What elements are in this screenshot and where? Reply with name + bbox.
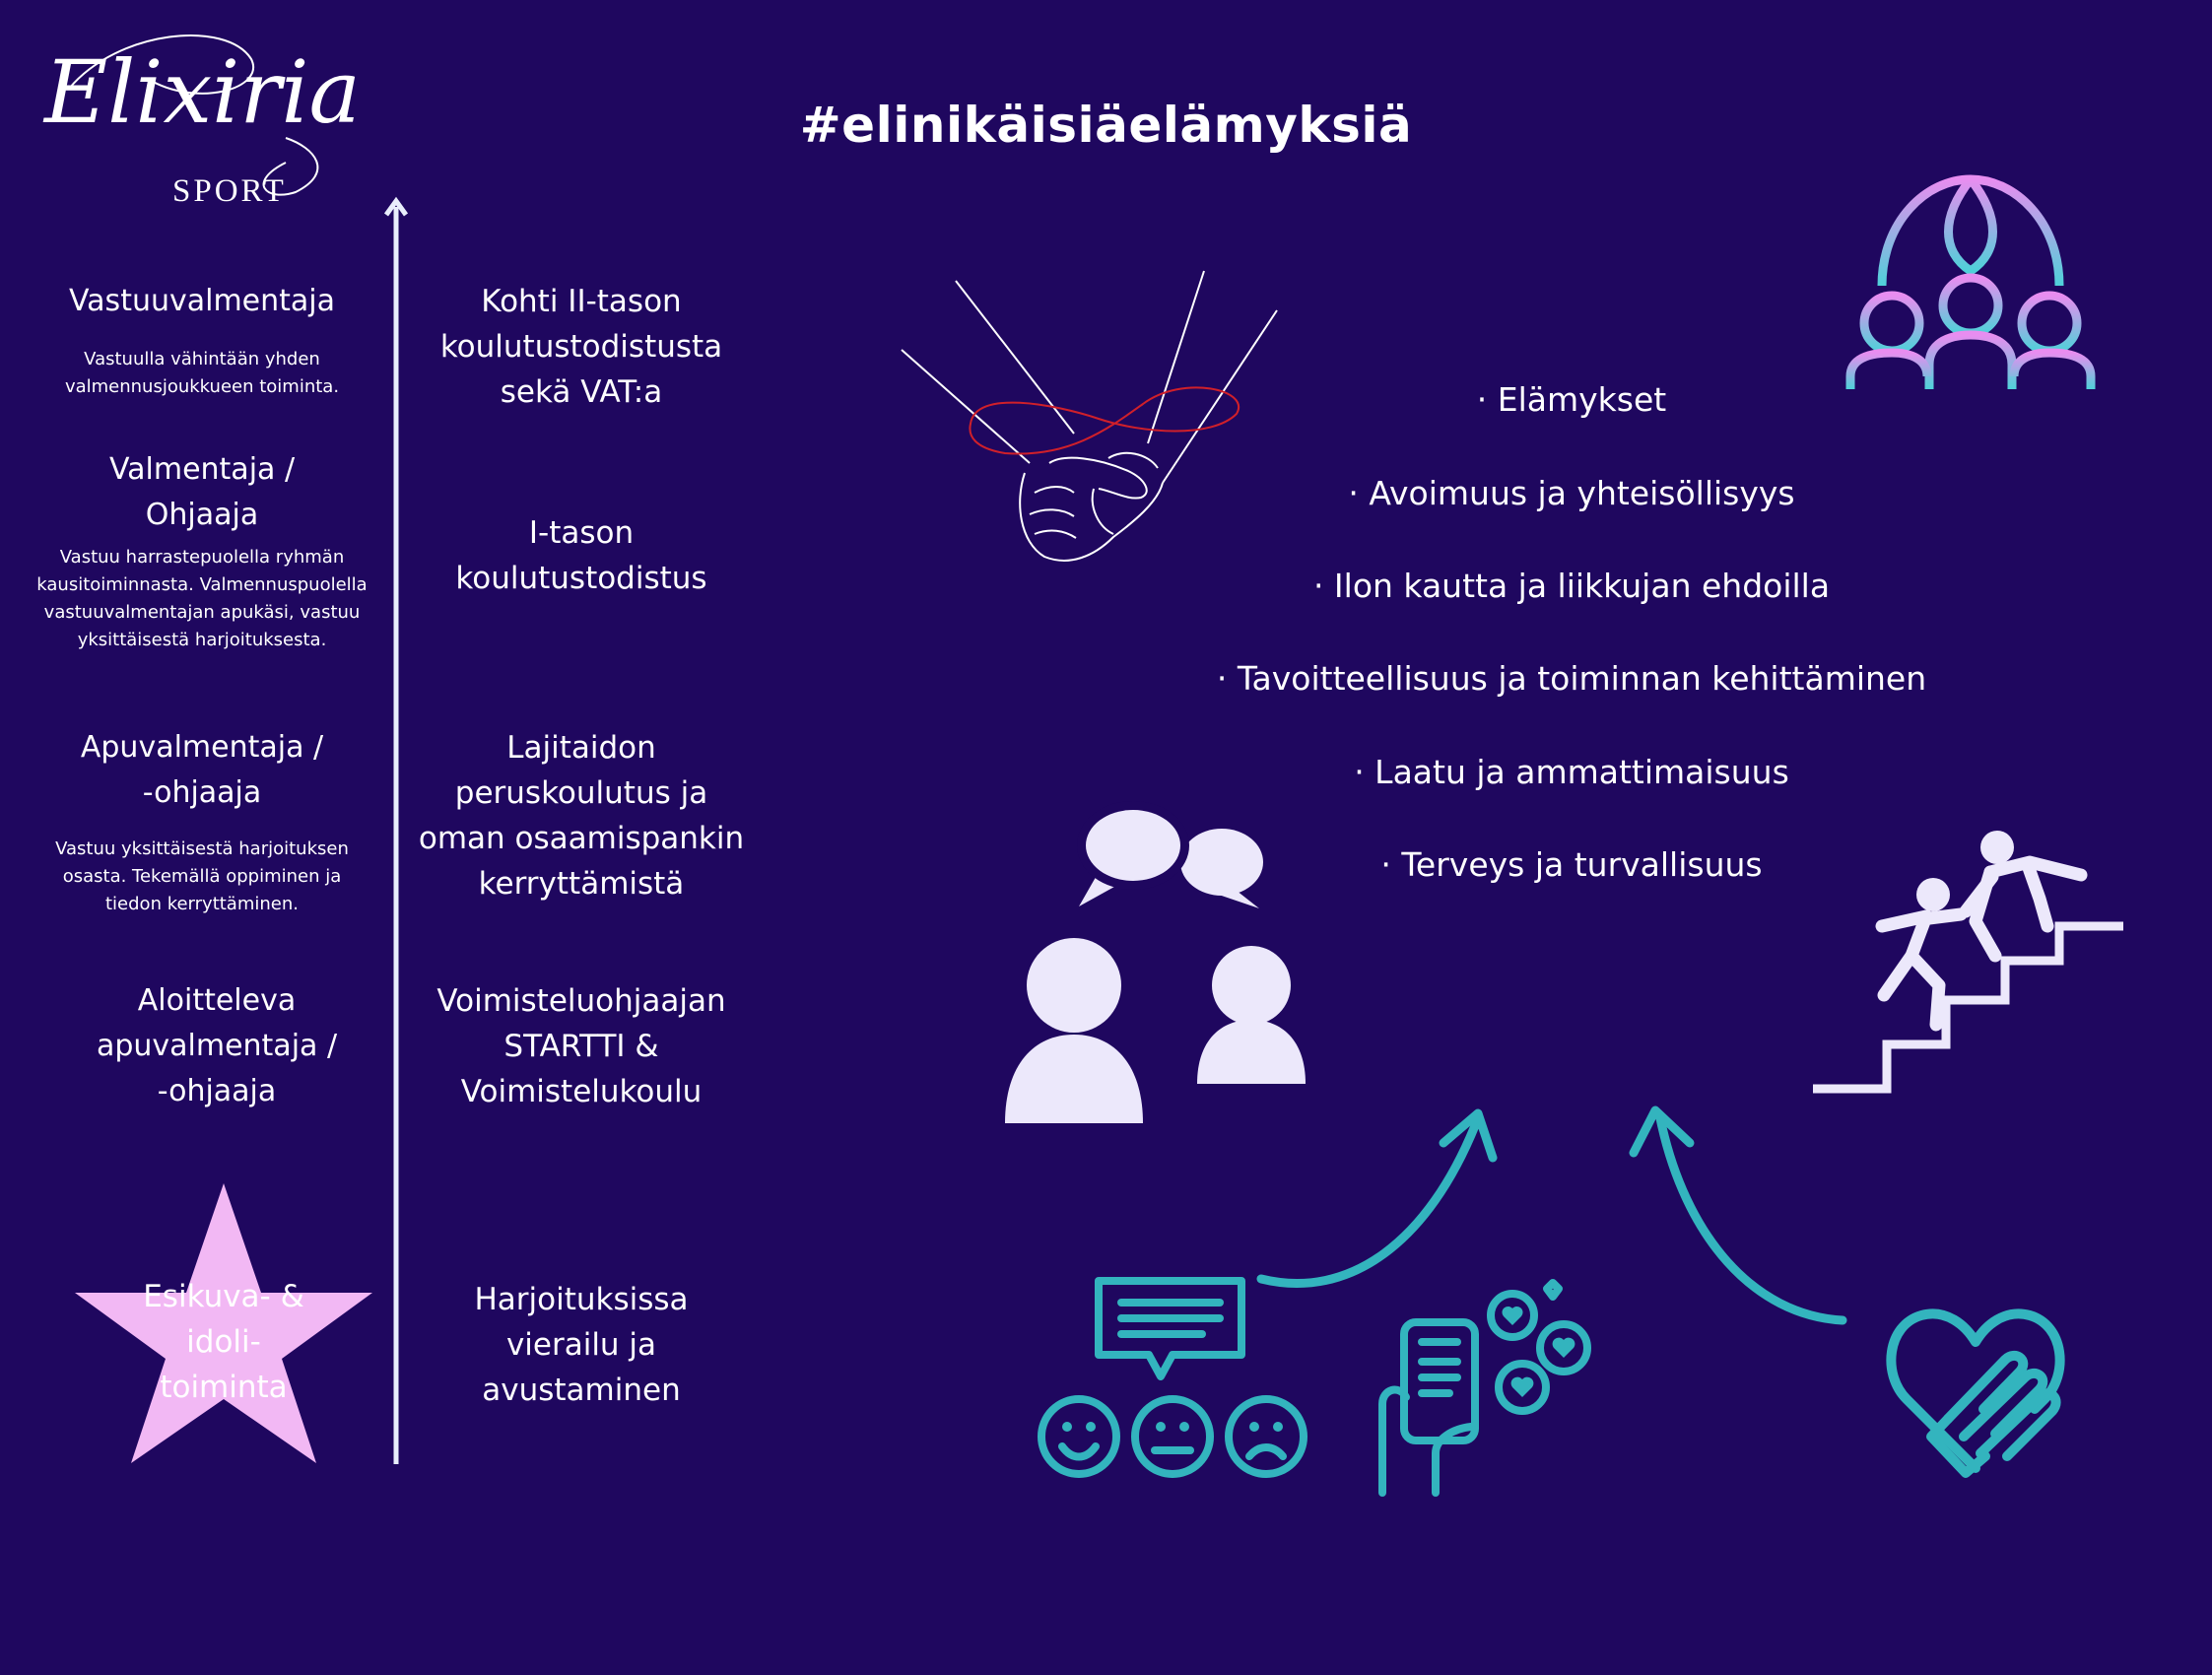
value-item: · Tavoitteellisuus ja toiminnan kehittäm… [1216, 659, 1927, 698]
requirement-level-3: Lajitaidon peruskoulutus ja oman osaamis… [418, 730, 745, 902]
star-icon [75, 1183, 372, 1463]
curved-arrow-right-icon [1629, 1106, 1847, 1325]
requirement-level-1: Kohti II-tason koulutustodistusta sekä V… [439, 284, 723, 410]
level-valmentaja: Valmentaja / Ohjaaja Vastuu harrastepuol… [15, 447, 389, 654]
role-title: Apuvalmentaja / -ohjaaja [80, 730, 324, 810]
level-aloitteleva: Aloitteleva apuvalmentaja / -ohjaaja [34, 978, 399, 1114]
level-apuvalmentaja: Apuvalmentaja / -ohjaaja Vastuu yksittäi… [20, 725, 384, 918]
holding-hands-red-thread-icon [901, 270, 1278, 562]
role-description: Vastuu harrastepuolella ryhmän kausitoim… [36, 547, 368, 650]
role-description: Vastuulla vähintään yhden valmennusjoukk… [64, 349, 340, 397]
level-vastuuvalmentaja: Vastuuvalmentaja Vastuulla vähintään yhd… [20, 279, 384, 401]
role-description: Vastuu yksittäisestä harjoituksen osasta… [55, 838, 349, 914]
community-globe-icon [1845, 174, 2096, 394]
curved-arrow-left-icon [1256, 1108, 1498, 1288]
phone-likes-icon [1378, 1279, 1591, 1497]
feedback-smileys-icon [1038, 1277, 1307, 1478]
value-item: · Laatu ja ammattimaisuus [1354, 753, 1789, 791]
helping-up-stairs-icon [1813, 831, 2123, 1094]
star-text: Esikuva- & idoli- toiminta [143, 1279, 304, 1405]
heart-hand-icon [1886, 1308, 2065, 1478]
requirement-level-2: I-tason koulutustodistus [455, 515, 707, 596]
value-item: · Avoimuus ja yhteisöllisyys [1348, 474, 1795, 512]
value-item: · Terveys ja turvallisuus [1380, 845, 1763, 884]
requirement-level-4: Voimisteluohjaajan STARTTI & Voimisteluk… [436, 983, 726, 1109]
value-item: · Elämykset [1476, 380, 1667, 419]
logo-sport: SPORT [172, 173, 287, 209]
role-title: Vastuuvalmentaja [68, 284, 336, 318]
conversation-people-icon [1005, 801, 1306, 1123]
requirement-star: Harjoituksissa vierailu ja avustaminen [474, 1282, 689, 1408]
progression-arrow-icon [383, 196, 409, 1464]
hashtag-title: #elinikäisiäelämyksiä [799, 97, 1413, 154]
role-title: Valmentaja / Ohjaaja [108, 452, 296, 532]
value-item: · Ilon kautta ja liikkujan ehdoilla [1312, 567, 1831, 605]
role-title: Aloitteleva apuvalmentaja / -ohjaaja [96, 983, 338, 1108]
